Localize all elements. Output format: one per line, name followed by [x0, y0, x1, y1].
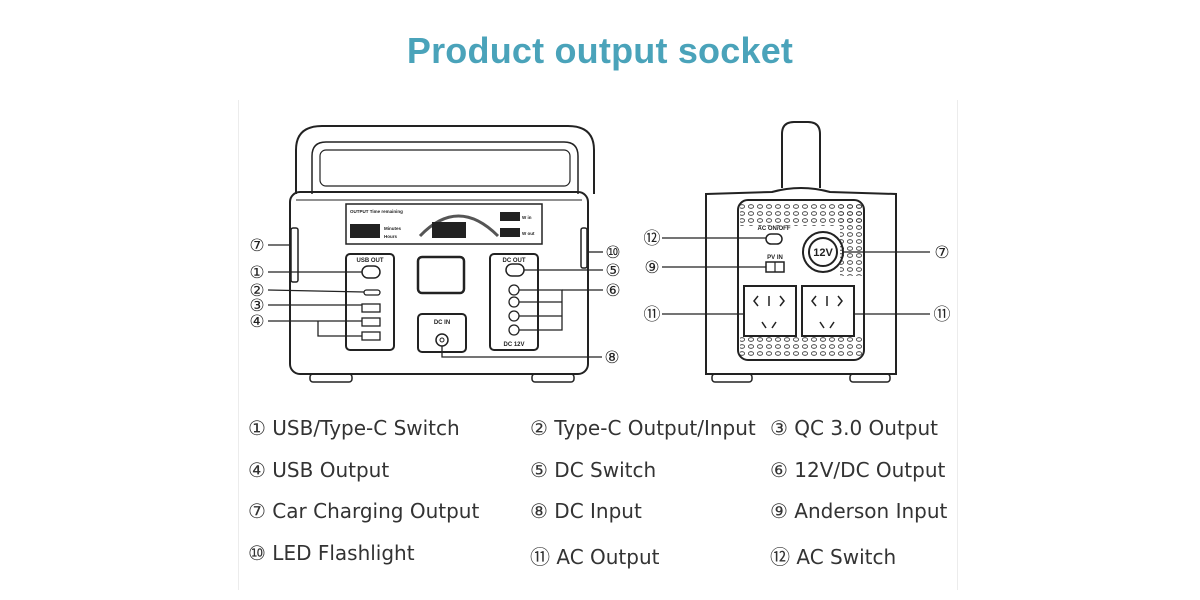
- main-power-button: [416, 255, 466, 295]
- car-socket-label: 12V: [813, 247, 833, 259]
- ac-switch-label: AC ON/OFF: [758, 226, 791, 232]
- usb-port-2: [361, 331, 381, 341]
- legend-item-7: ⑦ Car Charging Output: [248, 499, 480, 523]
- usb-out-label: USB OUT: [357, 258, 384, 264]
- callout-3: ③: [249, 296, 264, 316]
- qc-port: [361, 303, 381, 313]
- ac-outlet-1: [743, 285, 797, 337]
- callout-1: ①: [249, 263, 264, 283]
- dc-switch-button: [505, 263, 525, 277]
- callout-12: ⑫: [644, 229, 661, 249]
- display-hours-label: Hours: [384, 234, 397, 239]
- page-title: Product output socket: [406, 30, 794, 71]
- diagram-panel: [238, 100, 958, 590]
- dc-port-4: [508, 324, 520, 336]
- legend-item-3: ③ QC 3.0 Output: [770, 416, 938, 440]
- usb-switch-button: [361, 265, 381, 279]
- front-view: [289, 125, 595, 383]
- dc-in-label: DC IN: [434, 320, 450, 326]
- legend-item-8: ⑧ DC Input: [530, 499, 642, 523]
- ac-switch-button: [765, 233, 783, 245]
- legend-item-2: ② Type-C Output/Input: [530, 416, 756, 440]
- dc-in-port: [435, 333, 449, 347]
- side-view: [705, 121, 897, 383]
- legend-item-1: ① USB/Type-C Switch: [248, 416, 460, 440]
- legend-item-12: ⑫ AC Switch: [770, 545, 897, 569]
- carry-handle: [295, 125, 595, 194]
- callout-11-left: ⑪: [644, 305, 661, 325]
- side-tab-left: [290, 227, 299, 283]
- dc-port-2: [508, 296, 520, 308]
- legend-item-10: ⑩ LED Flashlight: [248, 541, 415, 565]
- side-body: [705, 187, 897, 375]
- display-watts-out-label: W out: [522, 231, 535, 236]
- usb-port-1: [361, 317, 381, 327]
- callout-9: ⑨: [644, 258, 659, 278]
- lcd-display: [345, 203, 543, 245]
- dc-port-1: [508, 284, 520, 296]
- dc-out-label: DC OUT: [503, 258, 526, 264]
- front-body: [289, 191, 589, 375]
- dc-port-3: [508, 310, 520, 322]
- callout-8: ⑧: [604, 348, 619, 368]
- display-top-label: OUTPUT Time remaining: [350, 209, 403, 214]
- pv-in-label: PV IN: [767, 255, 783, 261]
- legend-item-6: ⑥ 12V/DC Output: [770, 458, 946, 482]
- callout-10: ⑩: [605, 243, 620, 263]
- callout-7-side: ⑦: [934, 243, 949, 263]
- side-panel: [737, 199, 865, 361]
- usb-panel: [345, 253, 395, 351]
- display-watts-in-label: W in: [522, 215, 532, 220]
- callout-4: ④: [249, 312, 264, 332]
- product-diagram: USB OUT DC OUT DC IN DC 12V OUTPUT Time …: [249, 121, 951, 383]
- callout-11-right: ⑪: [934, 305, 951, 325]
- legend-item-11: ⑪ AC Output: [530, 545, 660, 569]
- ac-outlet-2: [801, 285, 855, 337]
- type-c-port: [363, 289, 381, 296]
- display-minutes-label: Minutes: [384, 226, 401, 231]
- callout-7-front: ⑦: [249, 236, 264, 256]
- legend-item-9: ⑨ Anderson Input: [770, 499, 948, 523]
- callout-6: ⑥: [605, 281, 620, 301]
- callout-5: ⑤: [605, 261, 620, 281]
- dc-12v-label: DC 12V: [503, 342, 524, 348]
- legend-item-5: ⑤ DC Switch: [530, 458, 657, 482]
- callout-2: ②: [249, 281, 264, 301]
- legend-item-4: ④ USB Output: [248, 458, 390, 482]
- side-handle: [781, 121, 821, 188]
